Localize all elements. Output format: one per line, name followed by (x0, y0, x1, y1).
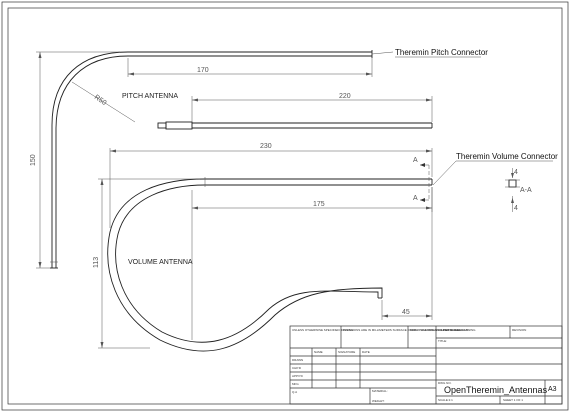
dim-pitch-straight-value: 170 (197, 67, 209, 74)
inner-border (7, 7, 563, 405)
dim-pitch-straight (127, 58, 373, 77)
volume-antenna (107, 177, 433, 352)
pitch-connector-leader (371, 51, 394, 55)
dim-volume-tail (381, 187, 433, 320)
pitch-antenna-straight (157, 121, 433, 130)
tb-role-drawn: DRAWN (292, 358, 303, 362)
dim-volume-straight (191, 187, 433, 340)
dim-pitch-radius-leader (71, 81, 136, 123)
tb-sheet: SHEET 1 OF 1 (503, 398, 523, 402)
volume-connector-label: Theremin Volume Connector (456, 152, 558, 161)
dim-pitch-height (36, 51, 120, 269)
dim-pitch-total (191, 96, 433, 122)
tb-revision: REVISION (512, 328, 526, 332)
tb-notes: UNLESS OTHERWISE SPECIFIED: DIMENSIONS A… (292, 328, 469, 332)
drawing-title: OpenTheremin_Antennas (444, 385, 548, 395)
tb-header-date: DATE (362, 350, 370, 354)
dim-volume-straight-value: 175 (313, 201, 325, 208)
volume-antenna-label: VOLUME ANTENNA (128, 259, 193, 266)
section-dim-top: 4 (514, 169, 518, 176)
tb-role-qa: Q.A (292, 390, 297, 394)
dim-volume-height (98, 178, 200, 349)
pitch-antenna-bent (50, 50, 373, 269)
volume-connector-leader (432, 160, 457, 186)
section-view-label: A-A (520, 187, 532, 194)
section-mark-top: A (413, 157, 418, 164)
dim-volume-tail-value: 45 (402, 309, 410, 316)
tb-finish: FINISH: (343, 328, 354, 332)
pitch-antenna-label: PITCH ANTENNA (122, 93, 178, 100)
dim-pitch-total-value: 220 (339, 93, 351, 100)
dim-volume-total (109, 148, 433, 228)
tb-scale: SCALE:1:1 (438, 398, 453, 402)
tb-title-label: TITLE: (438, 339, 447, 343)
dim-volume-height-value: 113 (93, 257, 100, 268)
tb-dwg-label: DWG NO. (438, 381, 452, 385)
tb-material: MATERIAL: (372, 389, 388, 393)
tb-weight: WEIGHT: (372, 399, 385, 403)
pitch-connector-label: Theremin Pitch Connector (395, 48, 488, 57)
section-view (505, 168, 520, 212)
tb-role-mfg: MFG (292, 382, 299, 386)
section-dim-bottom: 4 (514, 205, 518, 212)
tb-no-scale: DO NOT SCALE DRAWING (438, 328, 476, 332)
section-cut-line (420, 163, 430, 202)
tb-role-appvd: APPV'D (292, 374, 304, 378)
tb-role-chkd: CHK'D (292, 366, 302, 370)
dim-pitch-height-value: 150 (30, 154, 37, 166)
dim-volume-total-value: 230 (260, 143, 272, 150)
dim-pitch-radius-value: R50 (93, 94, 108, 107)
tb-deburr: DEBUR AND BREAK SHARP EDGES (410, 328, 461, 332)
tb-header-name: NAME (314, 350, 323, 354)
sheet-size: A3 (548, 386, 557, 393)
title-block (289, 325, 563, 405)
tb-header-signature: SIGNATURE (338, 350, 355, 354)
section-mark-bottom: A (413, 195, 418, 202)
